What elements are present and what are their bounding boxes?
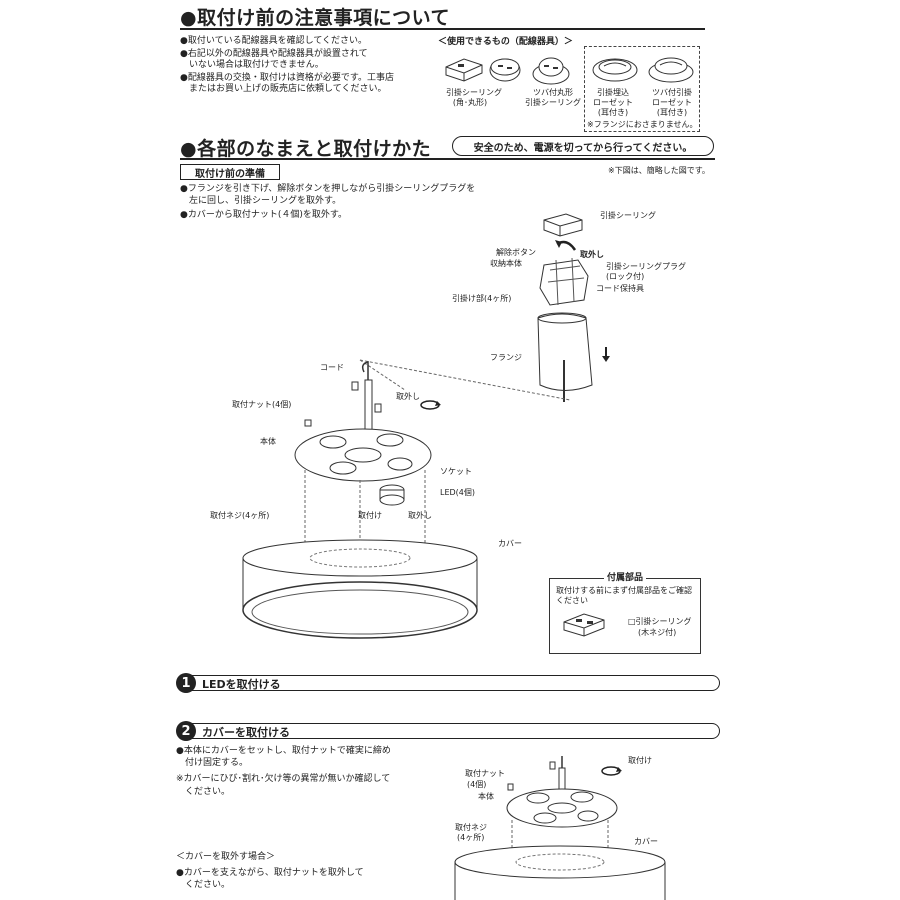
down-arrow-icon	[602, 347, 610, 362]
step1-title: LEDを取付ける	[202, 678, 281, 691]
label-socket: ソケット	[440, 467, 472, 476]
devices-heading: ＜使用できるもの（配線器具）＞	[438, 37, 573, 47]
precaution-note: ●取付いている配線器具を確認してください。	[180, 36, 368, 46]
embedded-rosette-icon	[592, 58, 638, 82]
step2-number: 2	[176, 721, 196, 741]
flanged-round-ceiling-icon	[532, 57, 570, 85]
step2-note: ※カバーにひび･割れ･欠け等の異常が無いか確認して	[176, 774, 391, 784]
label-release-button: 解除ボタン	[496, 248, 536, 257]
flange-note: ※フランジにおさまりません。	[587, 120, 698, 129]
step2-bar	[188, 723, 720, 739]
device-label: ツバ付丸形引掛シーリング	[525, 88, 581, 107]
precaution-note: いない場合は取付けできません。	[180, 60, 324, 70]
ceiling-rose-square-icon	[445, 58, 483, 82]
section-title-precautions: ●取付け前の注意事項について	[180, 7, 451, 29]
label-screw-count: (4ヶ所)	[457, 833, 485, 842]
label-led: LED(4個)	[440, 488, 476, 497]
remove-note: ください。	[176, 880, 231, 890]
rotate-arrow-icon	[601, 766, 622, 776]
accessory-title: 付属部品	[604, 573, 647, 583]
label-remove: 取外し	[396, 392, 420, 401]
title-underline	[180, 28, 705, 30]
label-attach: 取付け	[628, 756, 652, 765]
accessory-text: 取付けする前にまず付属部品をご確認	[556, 586, 692, 595]
prep-note: ●カバーから取付ナット(４個)を取外す。	[180, 210, 347, 220]
ceiling-assembly-diagram	[537, 213, 593, 402]
remove-heading: ＜カバーを取外す場合＞	[176, 852, 276, 862]
label-cord: コード	[320, 363, 344, 372]
label-attach: 取付け	[358, 511, 382, 520]
rotate-arrow-icon	[420, 400, 441, 410]
fixture-diagram	[242, 359, 571, 639]
section-title-parts: ●各部のなまえと取付けかた	[180, 138, 432, 160]
title-underline	[180, 158, 715, 160]
cover-attach-diagram	[454, 756, 666, 900]
label-screw: 取付ネジ(4ヶ所)	[210, 511, 270, 520]
label-body: 本体	[478, 792, 494, 801]
flanged-rosette-icon	[648, 57, 694, 83]
label-body: 本体	[260, 437, 276, 446]
device-label: 引掛シーリング(角･丸形)	[446, 88, 502, 107]
label-nut-count: (4個)	[467, 780, 487, 789]
step2-note: ●本体にカバーをセットし、取付ナットで確実に締め	[176, 746, 391, 756]
label-cover: カバー	[634, 837, 658, 846]
step1-number: 1	[176, 673, 196, 693]
unsupported-devices-box	[584, 46, 700, 132]
label-nut: 取付ナット(4個)	[232, 400, 292, 409]
safety-notice: 安全のため、電源を切ってから行ってください。	[452, 136, 714, 156]
step2-note: ください。	[176, 787, 231, 797]
remove-note: ●カバーを支えながら、取付ナットを取外して	[176, 868, 364, 878]
simplified-note: ※下図は、簡略した図です。	[608, 166, 710, 175]
label-remove: 取外し	[408, 511, 432, 520]
precaution-note: またはお買い上げの販売店に依頼してください。	[180, 84, 387, 94]
label-plug: 引掛シーリングプラグ	[606, 262, 686, 271]
accessory-text: ください	[556, 596, 588, 605]
step2-title: カバーを取付ける	[202, 726, 290, 739]
accessory-item: (木ネジ付)	[638, 628, 677, 637]
precaution-note: ●右記以外の配線器具や配線器具が設置されて	[180, 49, 368, 59]
device-label: ツバ付引掛ローゼット(耳付き)	[652, 88, 692, 117]
label-flange: フランジ	[490, 353, 522, 362]
prep-note: ●フランジを引き下げ、解除ボタンを押しながら引掛シーリングプラグを	[180, 184, 476, 194]
label-remove: 取外し	[580, 250, 604, 259]
label-hook-part: 引掛け部(4ヶ所)	[452, 294, 512, 303]
label-plug-lock: (ロック付)	[606, 272, 645, 281]
prep-label: 取付け前の準備	[180, 164, 280, 180]
accessory-item: □引掛シーリング	[628, 617, 692, 626]
label-cover: カバー	[498, 539, 522, 548]
rotate-arrow-icon	[555, 240, 577, 251]
label-ceiling: 引掛シーリング	[600, 211, 656, 220]
label-screw: 取付ネジ	[455, 823, 487, 832]
label-storage-body: 収納本体	[490, 259, 522, 268]
ceiling-rose-round-icon	[489, 58, 521, 82]
step1-bar	[188, 675, 720, 691]
step2-note: 付け固定する。	[176, 758, 249, 768]
label-cord-holder: コード保持具	[596, 284, 644, 293]
prep-note: 左に回し、引掛シーリングを取外す。	[180, 196, 342, 206]
precaution-note: ●配線器具の交換・取付けは資格が必要です。工事店	[180, 73, 394, 83]
ceiling-rose-icon	[563, 613, 605, 637]
label-nut: 取付ナット	[465, 769, 505, 778]
device-label: 引掛埋込ローゼット(耳付き)	[593, 88, 633, 117]
